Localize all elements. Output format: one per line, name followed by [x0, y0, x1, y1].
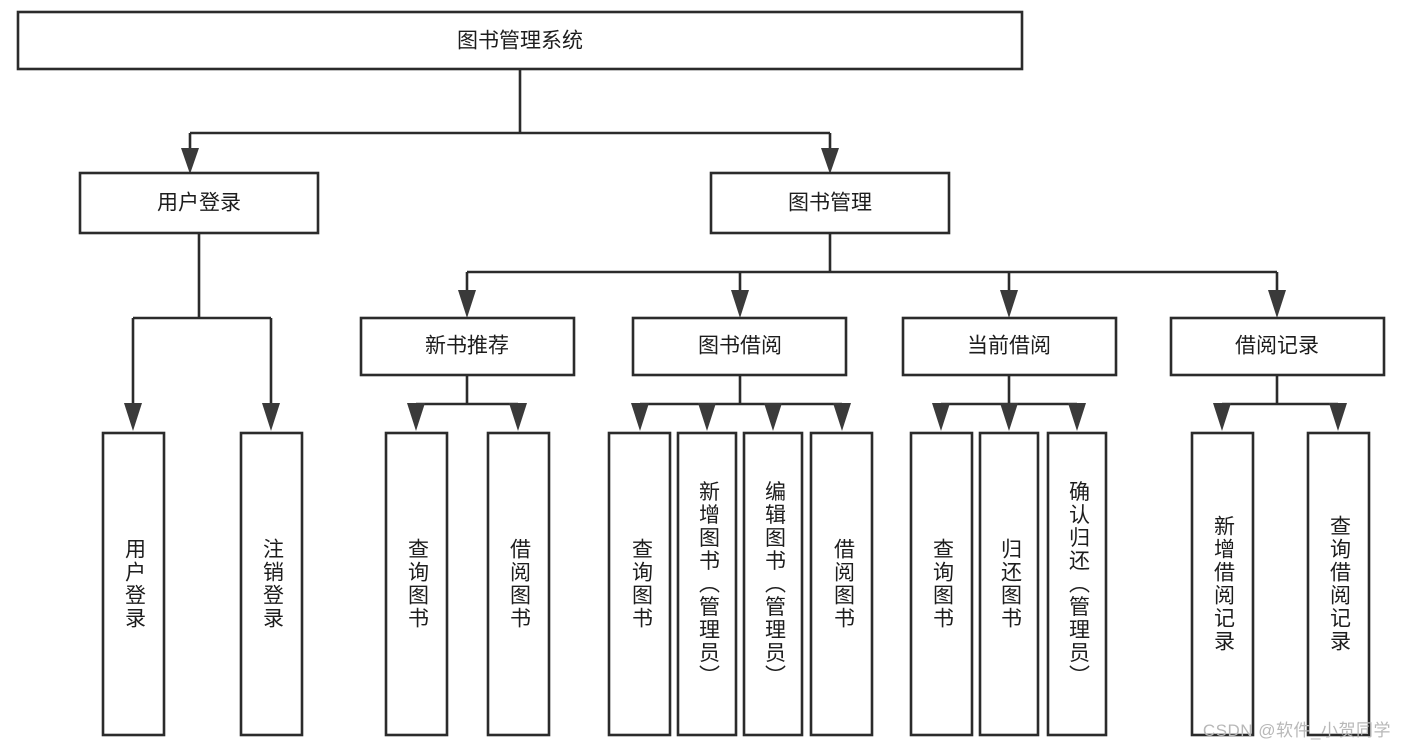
node-leaf-add-record-box[interactable]: [1190, 431, 1255, 737]
node-leaf-borrow-book-2[interactable]: 借阅图书: [809, 431, 874, 737]
node-leaf-borrow-book-2-box[interactable]: [809, 431, 874, 737]
arrow-to-leaf-logout: [262, 403, 280, 431]
node-leaf-query-book-2-box[interactable]: [607, 431, 672, 737]
node-book-management[interactable]: 图书管理: [709, 171, 951, 235]
node-book-management-label: 图书管理: [788, 192, 872, 215]
arrow-to-new-book-recommend: [458, 290, 476, 318]
node-new-book-recommend-box[interactable]: [359, 316, 576, 377]
node-leaf-query-book-1-box[interactable]: [384, 431, 449, 737]
node-current-borrow-box[interactable]: [901, 316, 1118, 377]
node-leaf-add-book-box[interactable]: [676, 431, 738, 737]
arrow-to-leaf-query-book-2: [631, 403, 649, 431]
node-book-borrow[interactable]: 图书借阅: [631, 316, 848, 377]
arrow-to-user-login: [181, 148, 199, 174]
arrow-to-leaf-user-login: [124, 403, 142, 431]
node-leaf-query-book-3-label: 查询图书: [930, 538, 954, 630]
node-borrow-record-label: 借阅记录: [1235, 335, 1319, 358]
node-leaf-edit-book-label: 编辑图书（管理员）: [762, 481, 786, 688]
node-leaf-confirm-return[interactable]: 确认归还（管理员）: [1046, 431, 1108, 737]
node-borrow-record[interactable]: 借阅记录: [1169, 316, 1386, 377]
arrow-to-borrow-record: [1268, 290, 1286, 318]
node-leaf-query-book-3-box[interactable]: [909, 431, 974, 737]
node-borrow-record-box[interactable]: [1169, 316, 1386, 377]
node-leaf-query-book-2-label: 查询图书: [629, 538, 653, 630]
arrow-to-leaf-borrow-book-1: [509, 403, 527, 431]
node-leaf-user-login-box[interactable]: [101, 431, 166, 737]
arrow-to-leaf-borrow-book-2: [833, 403, 851, 431]
node-user-login-box[interactable]: [78, 171, 320, 235]
arrow-to-leaf-edit-book: [764, 403, 782, 431]
arrow-to-leaf-query-book-1: [407, 403, 425, 431]
node-user-login[interactable]: 用户登录: [78, 171, 320, 235]
node-leaf-query-record-label: 查询借阅记录: [1327, 515, 1351, 653]
node-leaf-query-book-1[interactable]: 查询图书: [384, 431, 449, 737]
node-leaf-user-login-label: 用户登录: [122, 538, 146, 630]
node-root-box[interactable]: [16, 10, 1024, 71]
node-leaf-add-record[interactable]: 新增借阅记录: [1190, 431, 1255, 737]
node-current-borrow-label: 当前借阅: [967, 335, 1051, 358]
arrow-to-book-management: [821, 148, 839, 174]
node-new-book-recommend-label: 新书推荐: [425, 335, 509, 358]
node-new-book-recommend[interactable]: 新书推荐: [359, 316, 576, 377]
arrow-to-leaf-confirm-return: [1068, 403, 1086, 431]
node-book-management-box[interactable]: [709, 171, 951, 235]
node-leaf-query-book-3[interactable]: 查询图书: [909, 431, 974, 737]
node-leaf-query-book-2[interactable]: 查询图书: [607, 431, 672, 737]
arrow-to-book-borrow: [731, 290, 749, 318]
node-leaf-query-book-1-label: 查询图书: [405, 538, 429, 630]
node-leaf-return-book[interactable]: 归还图书: [978, 431, 1040, 737]
node-leaf-logout[interactable]: 注销登录: [239, 431, 304, 737]
node-leaf-add-book-label: 新增图书（管理员）: [696, 481, 720, 688]
node-leaf-borrow-book-1[interactable]: 借阅图书: [486, 431, 551, 737]
arrow-to-leaf-query-record: [1329, 403, 1347, 431]
node-root-label: 图书管理系统: [457, 30, 583, 53]
arrow-to-leaf-query-book-3: [932, 403, 950, 431]
arrow-to-current-borrow: [1000, 290, 1018, 318]
node-leaf-borrow-book-1-label: 借阅图书: [507, 538, 531, 630]
node-leaf-logout-label: 注销登录: [260, 538, 284, 630]
node-user-login-label: 用户登录: [157, 192, 241, 215]
node-leaf-user-login[interactable]: 用户登录: [101, 431, 166, 737]
node-leaf-return-book-label: 归还图书: [998, 538, 1022, 630]
node-book-borrow-label: 图书借阅: [698, 335, 782, 358]
node-leaf-return-book-box[interactable]: [978, 431, 1040, 737]
arrow-to-leaf-add-record: [1213, 403, 1231, 431]
node-leaf-edit-book-box[interactable]: [742, 431, 804, 737]
node-leaf-confirm-return-box[interactable]: [1046, 431, 1108, 737]
node-book-borrow-box[interactable]: [631, 316, 848, 377]
node-leaf-query-record-box[interactable]: [1306, 431, 1371, 737]
arrow-to-leaf-return-book: [1000, 403, 1018, 431]
connector-layer: [124, 69, 1347, 431]
node-leaf-confirm-return-label: 确认归还（管理员）: [1066, 481, 1090, 688]
node-current-borrow[interactable]: 当前借阅: [901, 316, 1118, 377]
node-root[interactable]: 图书管理系统: [16, 10, 1024, 71]
node-leaf-borrow-book-2-label: 借阅图书: [831, 538, 855, 630]
arrow-to-leaf-add-book: [698, 403, 716, 431]
node-leaf-logout-box[interactable]: [239, 431, 304, 737]
node-leaf-add-book[interactable]: 新增图书（管理员）: [676, 431, 738, 737]
node-leaf-borrow-book-1-box[interactable]: [486, 431, 551, 737]
node-leaf-edit-book[interactable]: 编辑图书（管理员）: [742, 431, 804, 737]
node-leaf-add-record-label: 新增借阅记录: [1211, 515, 1235, 653]
node-leaf-query-record[interactable]: 查询借阅记录: [1306, 431, 1371, 737]
csdn-watermark: CSDN @软件_小贺同学: [1202, 721, 1391, 740]
